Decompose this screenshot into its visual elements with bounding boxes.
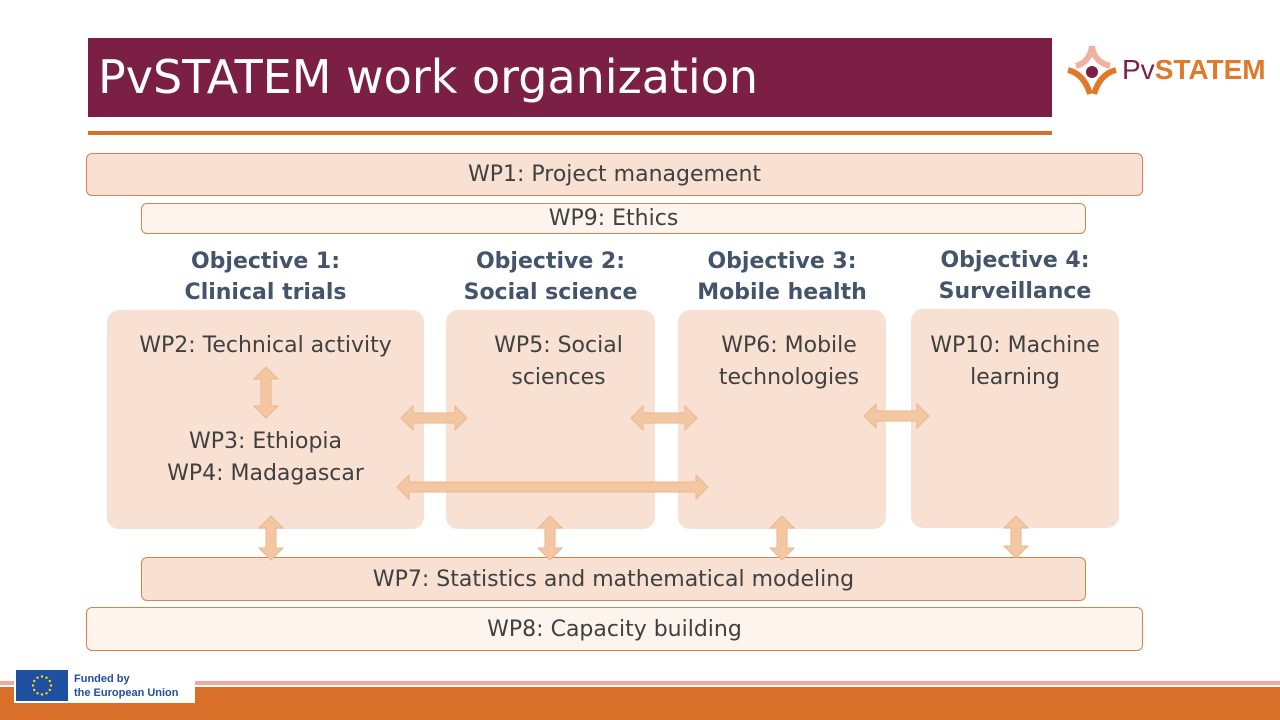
objective-3-box xyxy=(678,310,886,529)
objective-title: Clinical trials xyxy=(184,280,347,305)
pvstatem-logo xyxy=(1066,44,1118,96)
logo-prefix: Pv xyxy=(1122,54,1155,85)
wp-line: WP5: Social xyxy=(494,333,623,358)
double-arrow-icon xyxy=(768,515,796,561)
wp6-label: WP6: Mobile technologies xyxy=(678,330,900,394)
double-arrow-icon xyxy=(257,515,285,561)
wp7-bar: WP7: Statistics and mathematical modelin… xyxy=(141,557,1086,601)
objective-1-heading: Objective 1: Clinical trials xyxy=(107,246,424,308)
wp4-label: WP4: Madagascar xyxy=(167,461,364,486)
wp5-label: WP5: Social sciences xyxy=(446,330,671,394)
footer-band xyxy=(0,687,1280,720)
objective-title: Surveillance xyxy=(938,279,1092,304)
logo-text: PvSTATEM xyxy=(1122,54,1266,86)
eu-line1: Funded by xyxy=(74,672,130,685)
objective-4-heading: Objective 4: Surveillance xyxy=(911,245,1119,307)
wp-line: learning xyxy=(970,365,1060,390)
footer-pink-line xyxy=(0,681,1280,685)
title-underline xyxy=(88,131,1052,135)
objective-title: Mobile health xyxy=(697,280,867,305)
wp-line: sciences xyxy=(511,365,606,390)
logo-suffix: STATEM xyxy=(1154,54,1266,85)
double-arrow-icon xyxy=(536,515,564,561)
objective-label: Objective 1: xyxy=(190,249,341,274)
double-arrow-icon xyxy=(400,404,468,432)
objective-label: Objective 4: xyxy=(940,248,1090,273)
wp10-label: WP10: Machine learning xyxy=(911,330,1119,394)
eu-line2: the European Union xyxy=(74,686,179,699)
wp8-bar: WP8: Capacity building xyxy=(86,607,1143,651)
wp-line: technologies xyxy=(718,365,860,390)
wp9-bar: WP9: Ethics xyxy=(141,203,1086,234)
double-arrow-icon xyxy=(1002,515,1030,559)
objective-3-heading: Objective 3: Mobile health xyxy=(678,246,886,308)
wp1-bar: WP1: Project management xyxy=(86,153,1143,196)
eu-flag-icon xyxy=(16,670,68,701)
double-arrow-icon xyxy=(396,473,709,501)
page-title: PvSTATEM work organization xyxy=(88,38,1052,117)
logo-mark-icon xyxy=(1067,45,1117,95)
objective-label: Objective 3: xyxy=(707,249,857,274)
wp2-label: WP2: Technical activity xyxy=(139,333,392,358)
objective-label: Objective 2: xyxy=(475,249,626,274)
objective-2-heading: Objective 2: Social science xyxy=(446,246,655,308)
double-arrow-icon xyxy=(863,402,930,430)
double-arrow-icon xyxy=(252,366,280,419)
wp-line: WP10: Machine xyxy=(930,333,1100,358)
wp3-label: WP3: Ethiopia xyxy=(188,429,343,454)
objective-4-box xyxy=(911,309,1119,528)
objective-title: Social science xyxy=(463,280,638,305)
wp-line: WP6: Mobile xyxy=(721,333,857,358)
objective-1-box xyxy=(107,310,424,529)
eu-stars-icon xyxy=(31,675,53,696)
double-arrow-icon xyxy=(630,404,698,432)
